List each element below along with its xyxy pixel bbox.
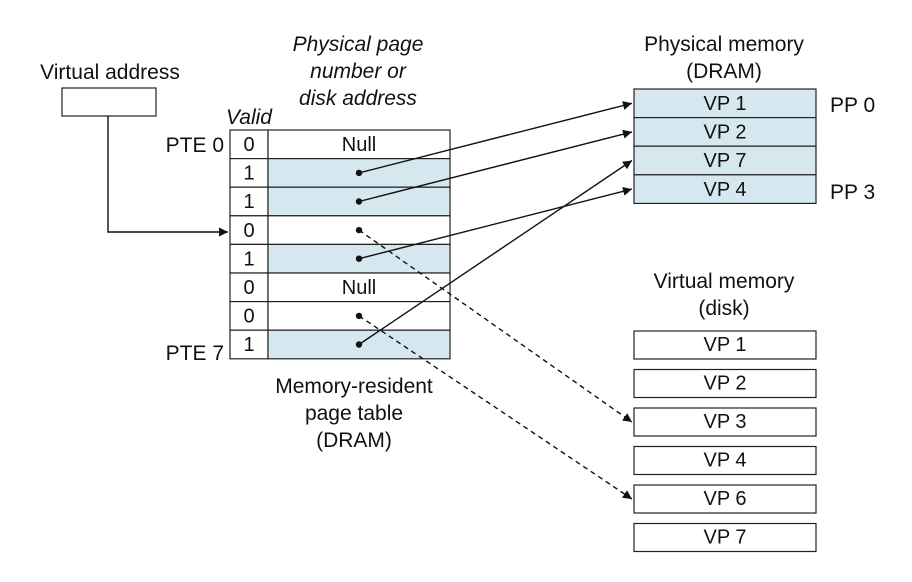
valid-cell	[229, 301, 269, 331]
page-table-header: Physical page number or disk address Val…	[226, 33, 423, 129]
page-table-row: 1	[229, 186, 451, 217]
virtual-address-arrow	[107, 116, 228, 237]
valid-bit: 1	[243, 191, 254, 213]
virtual-memory-title-line-1: Virtual memory	[654, 270, 795, 293]
valid-bit: 0	[243, 306, 254, 328]
mapping-arrow	[358, 159, 633, 346]
pp-first-label: PP 0	[830, 94, 875, 117]
physical-page-label: VP 2	[704, 122, 747, 144]
physical-memory-title-line-2: (DRAM)	[686, 60, 762, 83]
disk-page-box	[633, 330, 817, 360]
valid-bit: 1	[243, 163, 254, 185]
physical-page-box	[633, 116, 817, 147]
disk-page-label: VP 2	[704, 373, 747, 395]
disk-page-box	[633, 445, 817, 476]
physical-page-label: VP 4	[704, 179, 747, 201]
valid-column-header: Valid	[226, 106, 273, 129]
caption-line-3: (DRAM)	[316, 429, 392, 452]
disk-page: VP 7	[633, 522, 817, 553]
page-table-row: 1	[229, 243, 451, 274]
mapping-arrow	[358, 129, 633, 203]
disk-page-box	[633, 522, 817, 553]
mapping-arrow	[358, 186, 633, 260]
physical-page-box	[633, 174, 817, 205]
disk-mapping	[355, 226, 633, 423]
disk-mapping	[355, 312, 633, 500]
caption-line-1: Memory-resident	[275, 375, 433, 398]
pp-last-label: PP 3	[830, 181, 875, 204]
physical-page: VP 4	[633, 174, 817, 205]
disk-page-box	[633, 407, 817, 437]
page-table-row: 0 Null	[229, 129, 451, 160]
valid-cell	[229, 215, 269, 246]
disk-page-label: VP 3	[704, 411, 747, 433]
pte-first-label: PTE 0	[166, 134, 224, 157]
mapping-arrow	[358, 101, 633, 174]
virtual-address-group: Virtual address	[40, 61, 228, 237]
physical-page: VP 7	[633, 145, 817, 176]
disk-page-box	[633, 368, 817, 399]
physical-page-box	[633, 145, 817, 176]
disk-page: VP 4	[633, 445, 817, 476]
physical-mapping	[355, 186, 633, 262]
disk-page: VP 2	[633, 368, 817, 399]
physical-memory: VP 1 VP 2 VP 7 VP 4	[633, 88, 817, 205]
column-header-line-3: disk address	[299, 87, 417, 110]
physical-memory-title: Physical memory (DRAM)	[644, 33, 804, 83]
physical-page: VP 2	[633, 116, 817, 147]
valid-bit: 0	[243, 220, 254, 242]
address-cell	[267, 272, 451, 303]
page-table-row: 1	[229, 158, 451, 188]
virtual-memory: VP 1 VP 2 VP 3 VP 4 VP 6 VP 7	[633, 330, 817, 553]
virtual-address-box	[61, 87, 157, 117]
page-table-row: 0 Null	[229, 272, 451, 303]
caption-line-2: page table	[305, 402, 403, 425]
page-table-caption: Memory-resident page table (DRAM)	[275, 375, 433, 452]
valid-bit: 0	[243, 277, 254, 299]
disk-page-box	[633, 484, 817, 514]
physical-page-label: VP 7	[704, 150, 747, 172]
physical-page: VP 1	[633, 88, 817, 119]
page-table-row: 1	[229, 329, 451, 360]
mapping-arrow	[358, 315, 633, 500]
mapping-arrow	[358, 229, 633, 423]
physical-mapping	[355, 101, 633, 177]
column-header-line-1: Physical page	[293, 33, 424, 56]
column-header-line-2: number or	[310, 60, 407, 83]
virtual-address-label: Virtual address	[40, 61, 180, 84]
address-content: Null	[342, 277, 376, 299]
valid-bit: 1	[243, 248, 254, 270]
address-cell	[267, 129, 451, 160]
disk-page-label: VP 6	[704, 488, 747, 510]
valid-bit: 1	[243, 334, 254, 356]
disk-page: VP 1	[633, 330, 817, 360]
page-table-row: 0	[229, 215, 451, 246]
valid-cell	[229, 243, 269, 274]
disk-page: VP 6	[633, 484, 817, 514]
physical-page-label: VP 1	[704, 93, 747, 115]
pte-last-label: PTE 7	[166, 342, 224, 365]
disk-page-label: VP 7	[704, 527, 747, 549]
physical-memory-title-line-1: Physical memory	[644, 33, 804, 56]
valid-cell	[229, 272, 269, 303]
virtual-memory-title-line-2: (disk)	[698, 297, 749, 320]
disk-page-label: VP 1	[704, 334, 747, 356]
physical-mapping	[355, 159, 633, 348]
mapping-arrows	[355, 101, 633, 500]
physical-page-box	[633, 88, 817, 119]
physical-mapping	[355, 129, 633, 205]
valid-bit: 0	[243, 134, 254, 156]
virtual-memory-title: Virtual memory (disk)	[654, 270, 795, 320]
address-content: Null	[342, 134, 376, 156]
disk-page: VP 3	[633, 407, 817, 437]
disk-page-label: VP 4	[704, 450, 747, 472]
